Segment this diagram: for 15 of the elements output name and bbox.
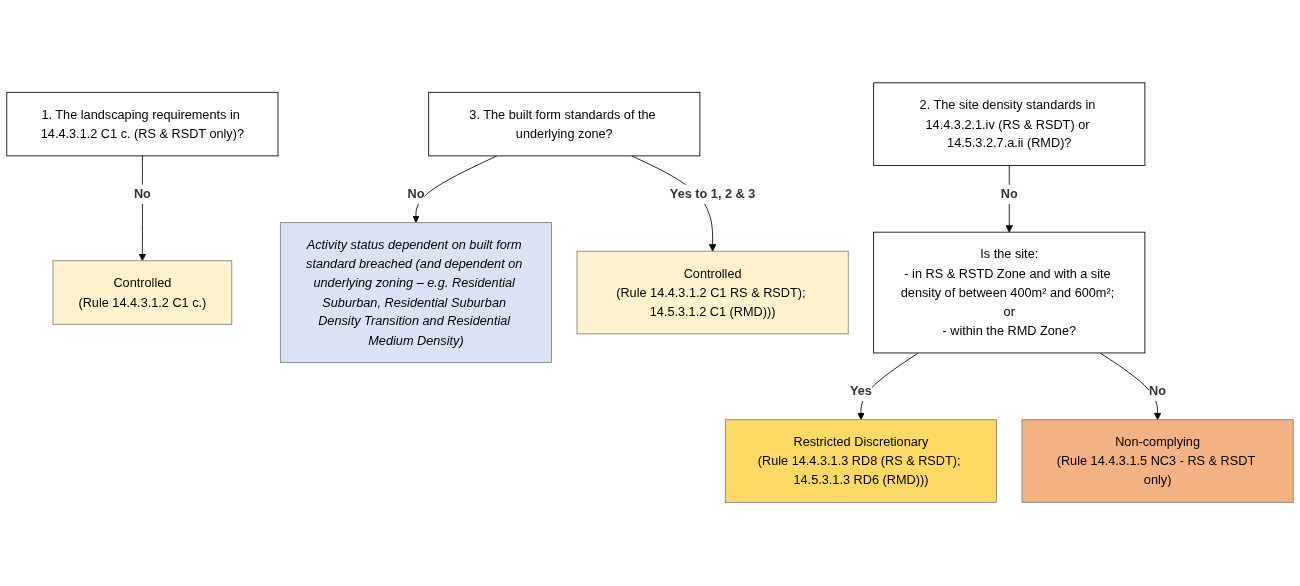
node-box: Controlled (Rule 14.4.3.1.2 C1 RS & RSDT); 14.5.3.1.2 C1 (RMD))) <box>576 251 849 335</box>
edge-label: No <box>1149 383 1167 399</box>
node-box: Restricted Discretionary (Rule 14.4.3.1.3 RD8 (RS & RSDT); 14.5.3.1.3 RD6 (RMD))) <box>724 419 997 504</box>
node-box: Controlled (Rule 14.4.3.1.2 C1 c.) <box>52 260 233 326</box>
node-box: 1. The landscaping requirements in 14.4.3.1.2 C1 c. (RS & RSDT only)? <box>6 92 279 157</box>
edge-label: Yes to 1, 2 & 3 <box>669 186 756 202</box>
node-box: Non-complying (Rule 14.4.3.1.5 NC3 - RS & RSDT only) <box>1021 419 1294 504</box>
edge-label: No <box>407 186 425 202</box>
edge-label: Yes <box>849 383 872 399</box>
node-box: 3. The built form standards of the underlying zone? <box>428 92 701 157</box>
node-box: 2. The site density standards in 14.4.3.2.1.iv (RS & RSDT) or 14.5.3.2.7.a.ii (RMD)? <box>873 82 1146 167</box>
node-box: Is the site: - in RS & RSTD Zone and with a site density of between 400m² and 600m²; or - within the RMD Zone? <box>873 232 1146 354</box>
edge-label: No <box>1000 186 1018 202</box>
edge-label: No <box>133 186 151 202</box>
node-box: Activity status dependent on built form standard breached (and dependent on underlying zoning – e.g. Residential Suburban, Residential Suburban Density Transition and Residential Medium Density) <box>279 222 552 364</box>
